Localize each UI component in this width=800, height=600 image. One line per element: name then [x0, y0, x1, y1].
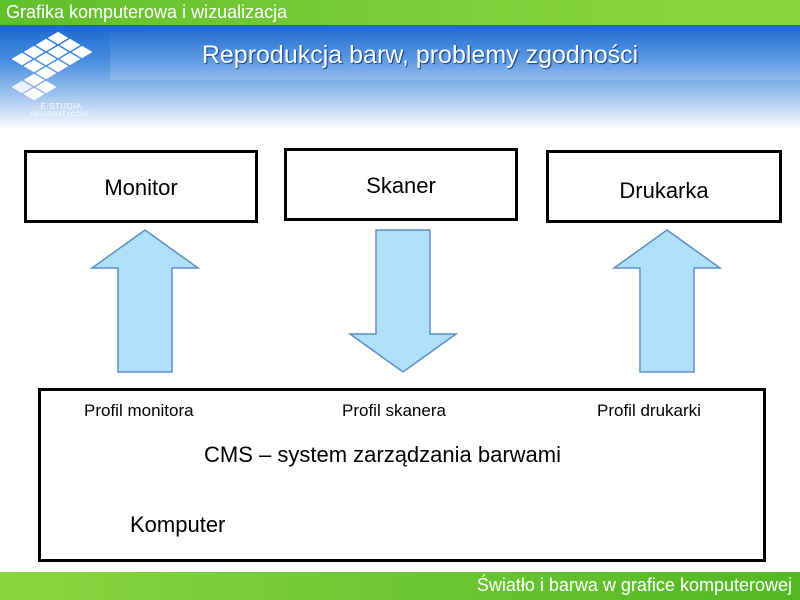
- scanner-down-arrow-icon: [348, 229, 458, 373]
- logo-text-informatyczne: INFORMATYCZNE: [30, 112, 90, 118]
- header-gloss: [110, 25, 800, 80]
- printer-up-arrow-icon: [612, 229, 722, 373]
- profile-monitor-label: Profil monitora: [84, 401, 194, 420]
- slide-header: [0, 25, 800, 130]
- monitor-label: Monitor: [104, 175, 178, 200]
- course-title: Grafika komputerowa i wizualizacja: [6, 2, 288, 22]
- bottom-bar: [0, 572, 800, 600]
- monitor-up-arrow-icon: [90, 229, 200, 373]
- monitor-box: Monitor: [24, 150, 258, 223]
- profile-printer-label: Profil drukarki: [597, 401, 701, 420]
- logo-text-estudia: E-STUDIA: [40, 102, 82, 111]
- cms-system-label: CMS – system zarządzania barwami: [204, 442, 562, 467]
- footer-title: Światło i barwa w grafice komputerowej: [476, 575, 792, 595]
- printer-box: Drukarka: [546, 150, 782, 223]
- scanner-box: Skaner: [284, 148, 518, 221]
- printer-label: Drukarka: [619, 178, 709, 203]
- top-bar: [0, 0, 800, 25]
- e-studia-logo-icon: [11, 31, 93, 101]
- profile-scanner-label: Profil skanera: [342, 401, 446, 420]
- computer-label: Komputer: [130, 512, 226, 537]
- cms-box: [38, 388, 766, 562]
- slide-title: Reprodukcja barw, problemy zgodności: [201, 41, 639, 69]
- scanner-label: Skaner: [366, 173, 436, 198]
